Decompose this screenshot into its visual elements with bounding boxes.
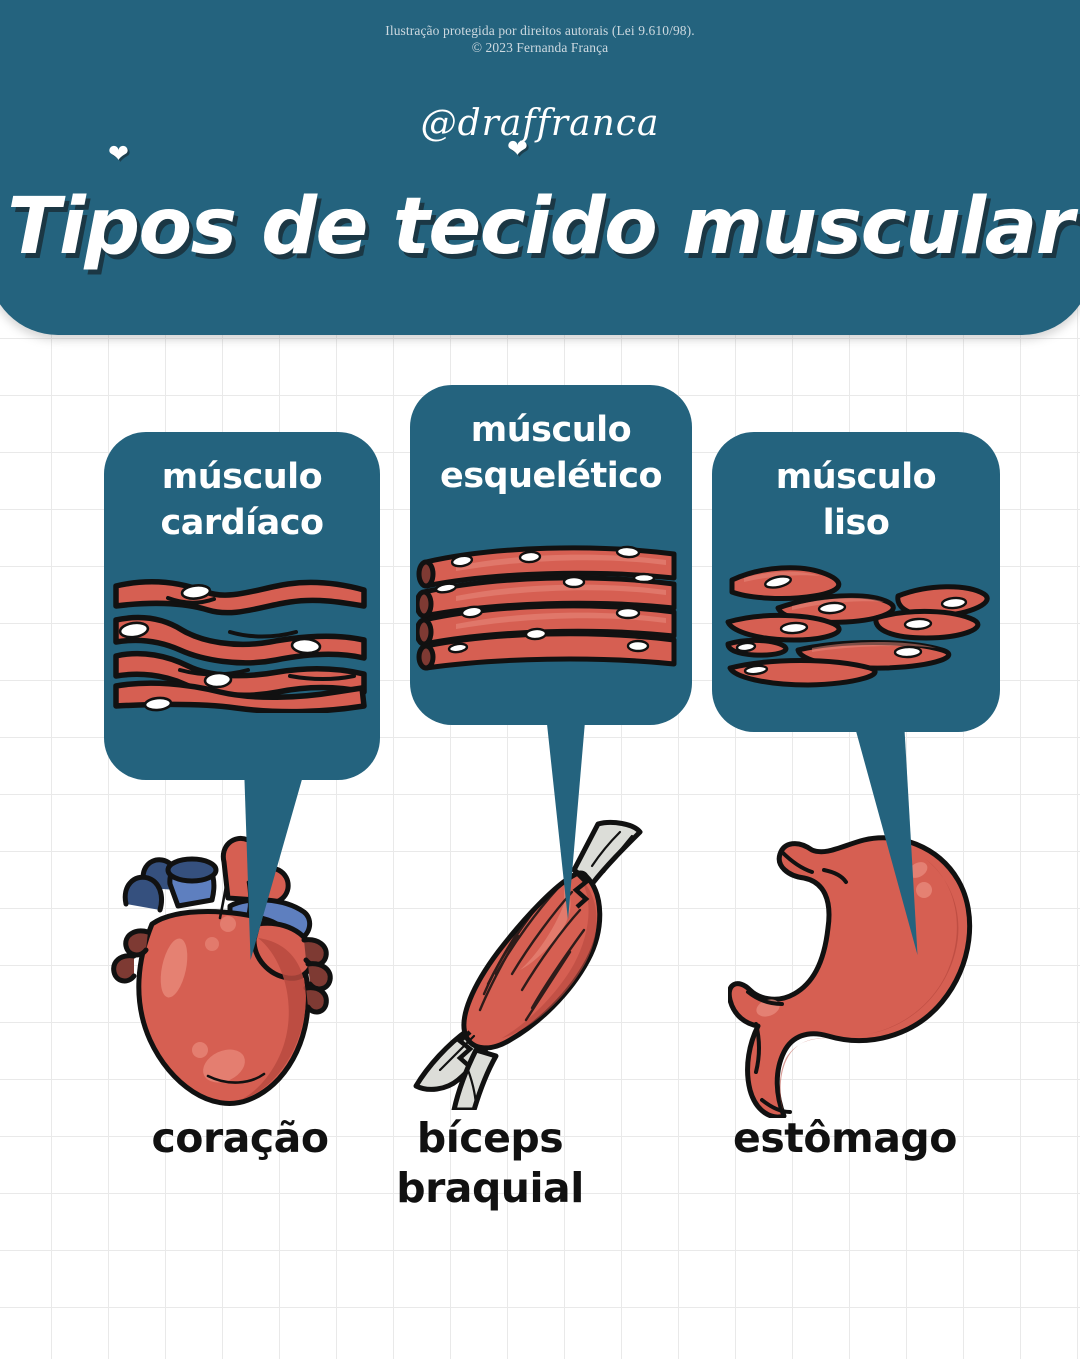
poster-header: Ilustração protegida por direitos autora…: [0, 0, 1080, 335]
stomach-illustration: [728, 835, 973, 1118]
bubble-label-line-1: músculo: [470, 410, 632, 450]
caption-heart: coração: [151, 1114, 330, 1162]
bubble-label-cardiac: músculo cardíaco: [104, 454, 380, 546]
bubble-label-line-2: cardíaco: [160, 503, 324, 543]
cardiac-muscle-tissue-illustration: [113, 579, 367, 713]
caption-line-2: braquial: [396, 1164, 584, 1212]
heart-icon: ❤: [507, 135, 528, 163]
bubble-label-skeletal: músculo esquelético: [410, 407, 692, 499]
heart-illustration: [111, 836, 333, 1106]
copyright-line-2: © 2023 Fernanda França: [471, 40, 609, 55]
smooth-muscle-tissue-illustration: [725, 565, 990, 688]
bubble-label-line-2: liso: [822, 503, 890, 543]
author-handle: @draffranca: [420, 103, 660, 144]
skeletal-muscle-tissue-illustration: [416, 545, 677, 671]
heart-icon: ❤: [108, 140, 129, 168]
copyright-notice: Ilustração protegida por direitos autora…: [0, 22, 1080, 56]
caption-biceps: bíceps braquial: [370, 1113, 610, 1213]
bubble-label-line-2: esquelético: [439, 456, 663, 496]
bubble-label-smooth: músculo liso: [712, 454, 1000, 546]
caption-line-1: bíceps: [416, 1114, 564, 1162]
page-title: Tipos de tecido muscular: [7, 182, 1074, 272]
copyright-line-1: Ilustração protegida por direitos autora…: [385, 23, 695, 38]
caption-stomach: estômago: [733, 1114, 957, 1162]
bubble-label-line-1: músculo: [775, 457, 937, 497]
biceps-illustration: [413, 819, 643, 1110]
bubble-label-line-1: músculo: [161, 457, 323, 497]
